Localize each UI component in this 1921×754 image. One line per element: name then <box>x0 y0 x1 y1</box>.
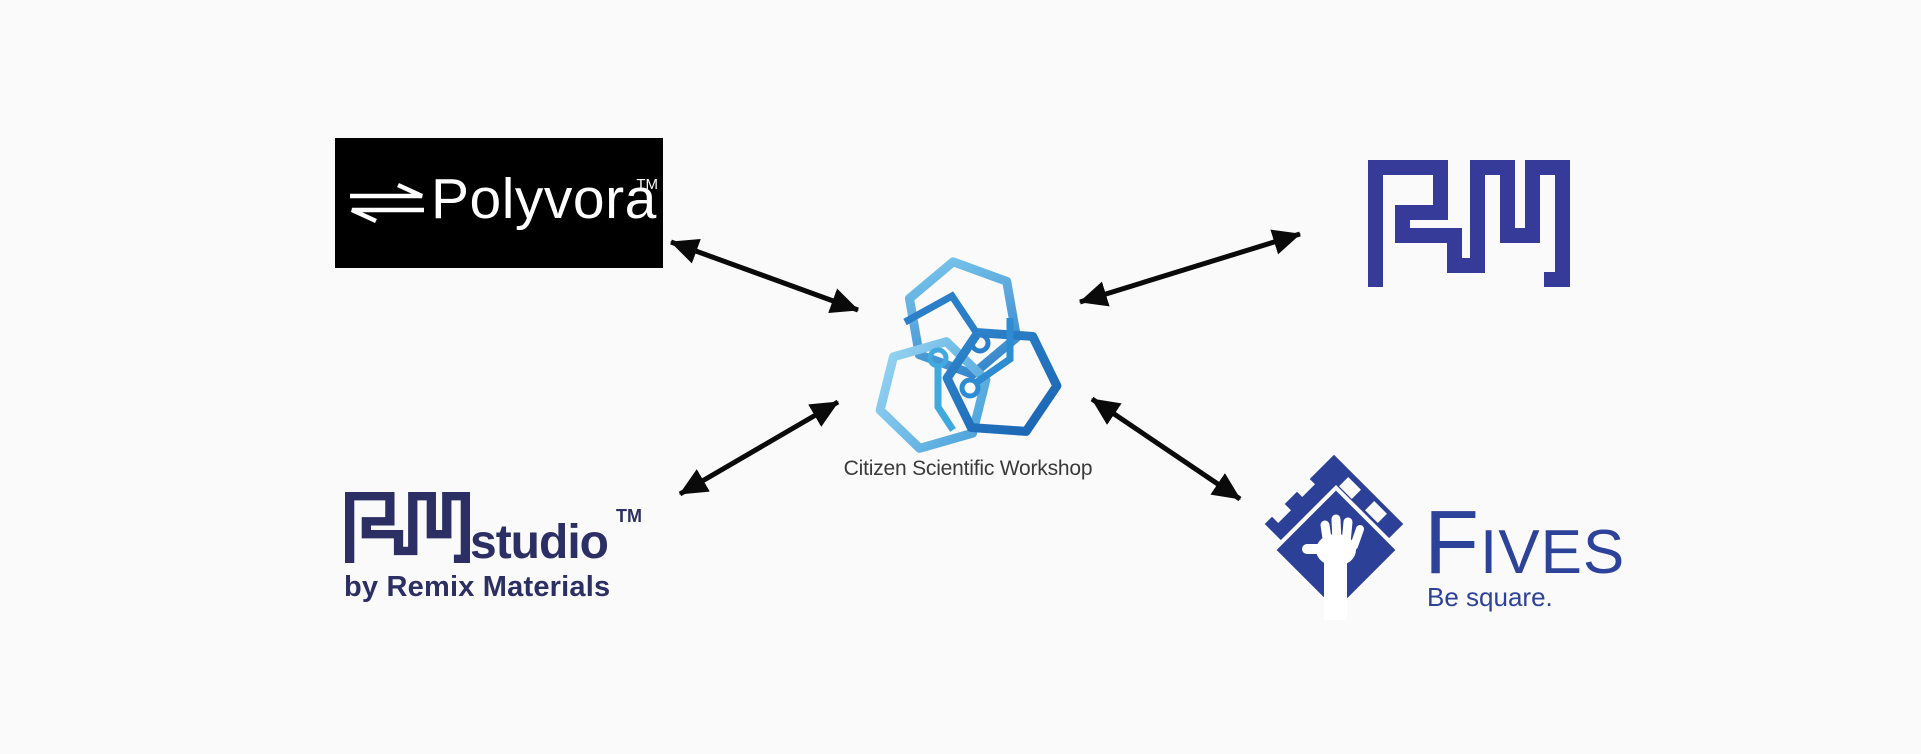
polyvora-logo: Polyvora TM <box>335 138 663 268</box>
center-label: Citizen Scientific Workshop <box>843 457 1093 480</box>
arrow-rmstudio-center <box>678 399 840 497</box>
reversible-arrows-icon <box>350 182 424 224</box>
hexagon-bottom-left <box>875 337 991 453</box>
circuit-trace <box>974 318 1014 385</box>
polyvora-wordmark: Polyvora <box>431 167 657 231</box>
circuit-node <box>959 377 981 399</box>
fives-wordmark: FIVES <box>1424 498 1625 588</box>
diamond-hand-icon <box>1264 454 1404 620</box>
rm-studio-monogram-icon <box>345 492 470 563</box>
rm-monogram-icon <box>1368 160 1570 287</box>
hexagon-circuit-logo-icon <box>875 257 1062 453</box>
arrow-polyvora-center <box>670 239 859 313</box>
hexagon-bottom-right <box>942 328 1062 436</box>
fives-rest: IVES <box>1479 518 1626 587</box>
circuit-trace <box>903 291 979 334</box>
fives-initial: F <box>1424 493 1480 593</box>
rm-studio-wordmark: studio <box>470 516 609 569</box>
circuit-node <box>969 332 991 354</box>
hexagon-top <box>904 257 1022 379</box>
circuit-node <box>927 347 949 369</box>
fives-tagline: Be square. <box>1427 582 1553 612</box>
hand-icon <box>1302 514 1364 620</box>
arrow-center-fives <box>1090 396 1242 502</box>
rm-studio-byline: by Remix Materials <box>344 571 611 603</box>
rm-studio-trademark: TM <box>616 506 642 526</box>
arrow-center-rm <box>1079 229 1301 307</box>
circuit-trace <box>934 368 956 432</box>
polyvora-trademark: TM <box>636 176 658 193</box>
